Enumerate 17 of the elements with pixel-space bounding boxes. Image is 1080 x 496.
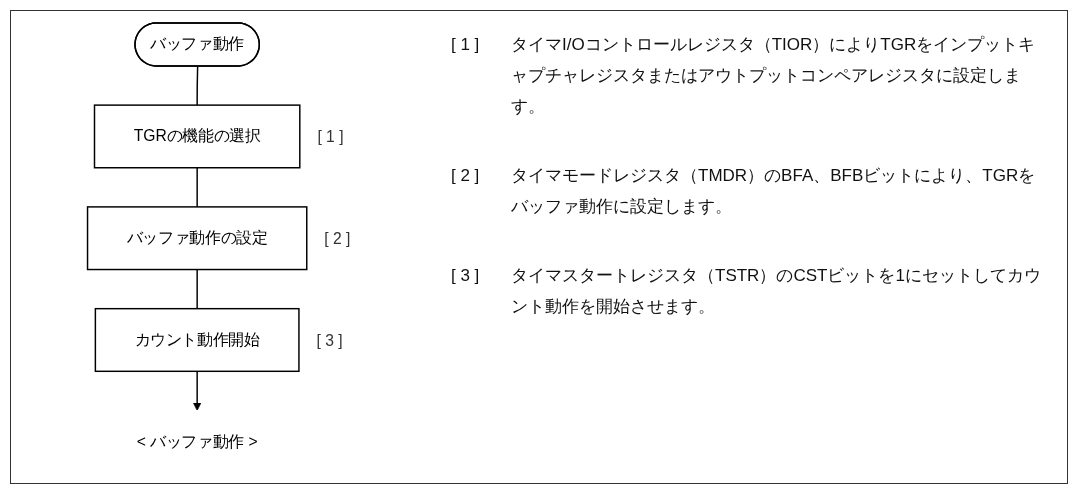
note-number: [ 3 ] (451, 265, 481, 287)
note-text: タイマモードレジスタ（TMDR）のBFA、BFBビットにより、TGRをバッファ動作に設定します。 (511, 165, 1037, 218)
note-number: [ 2 ] (451, 165, 481, 187)
note-number: [ 1 ] (451, 34, 481, 56)
arrow (192, 370, 202, 411)
node-box: カウント動作開始 (94, 307, 300, 373)
step-number: [ 2 ] (324, 230, 351, 248)
connector (196, 65, 199, 106)
note-text: タイマI/Oコントロールレジスタ（TIOR）によりTGRをインプットキャプチャレジスタまたはアウトプットコンペアレジスタに設定します。 (511, 34, 1037, 118)
step-number: [ 1 ] (317, 128, 344, 146)
connector (196, 167, 198, 208)
node-box: バッファ動作の設定 (86, 206, 308, 271)
step-number: [ 3 ] (316, 331, 343, 349)
connector (196, 268, 198, 310)
note-text: タイマスタートレジスタ（TSTR）のCSTビットを1にセットしてカウント動作を開始させます。 (511, 265, 1042, 318)
node-box: TGRの機能の選択 (93, 104, 301, 169)
node-text: < バッファ動作 > (136, 432, 258, 450)
